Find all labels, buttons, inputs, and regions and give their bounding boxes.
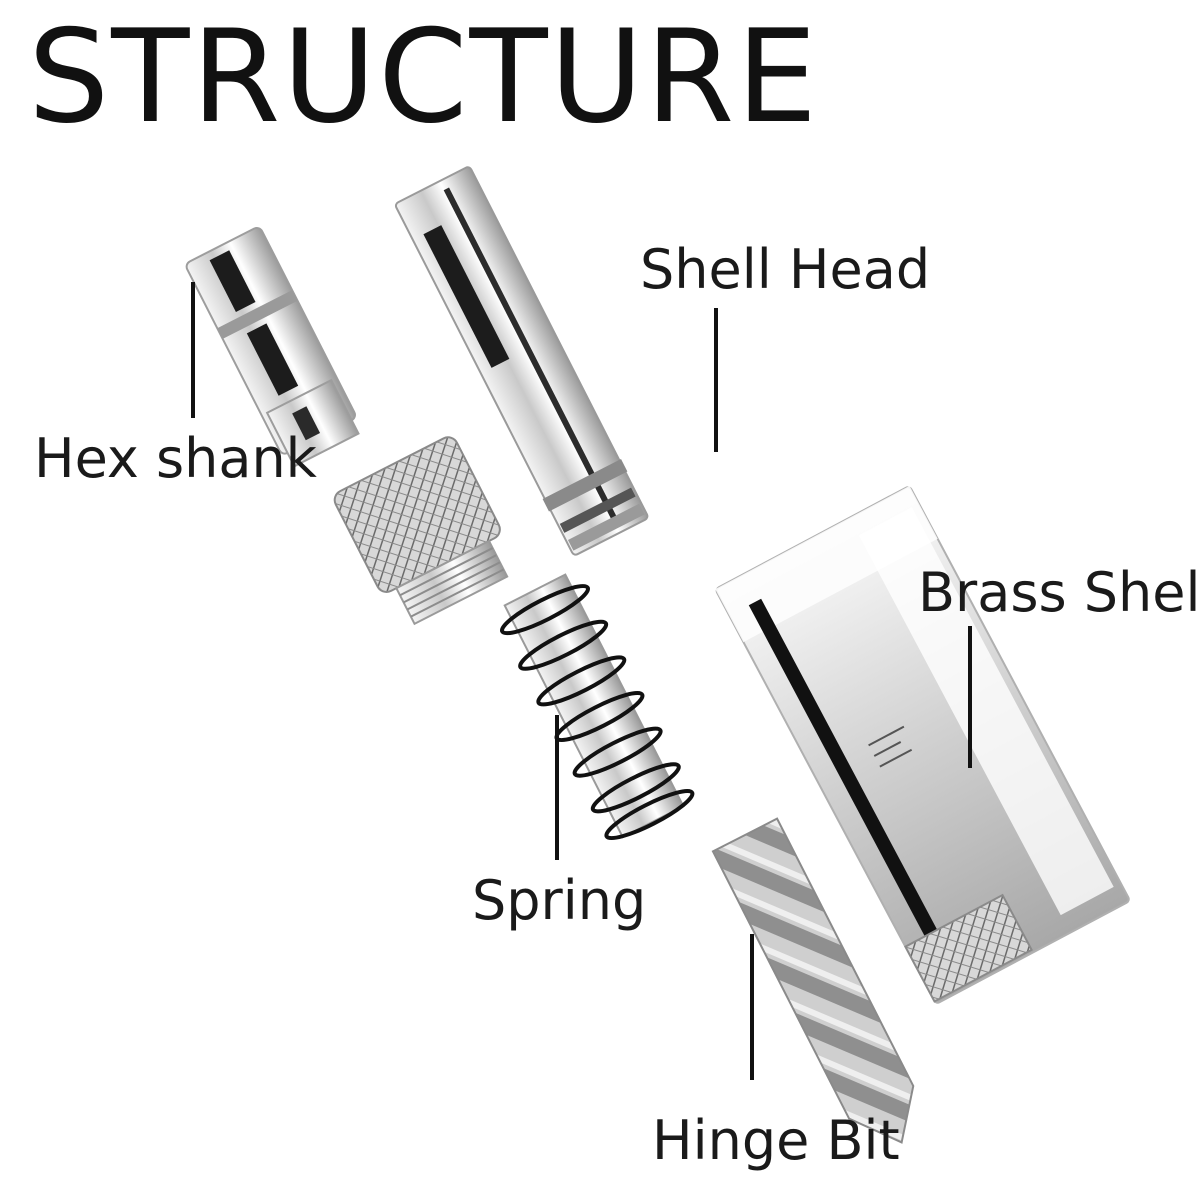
label-brass-shell: Brass Shell: [918, 561, 1200, 624]
bit-assembly: [185, 227, 915, 1144]
hex-shank-part: [185, 227, 360, 468]
hinge-bit-part: [711, 817, 915, 1144]
shell-head-part: [394, 166, 649, 556]
page-title: STRUCTURE: [28, 3, 820, 152]
knurled-collar: [333, 436, 509, 626]
leader-lines: [191, 282, 972, 1080]
label-hex-shank: Hex shank: [34, 427, 317, 490]
label-hinge-bit: Hinge Bit: [652, 1109, 900, 1172]
label-spring: Spring: [472, 869, 647, 932]
brass-shell-part: [715, 485, 1130, 1004]
label-shell-head: Shell Head: [640, 238, 931, 301]
spring-part: [499, 573, 695, 841]
